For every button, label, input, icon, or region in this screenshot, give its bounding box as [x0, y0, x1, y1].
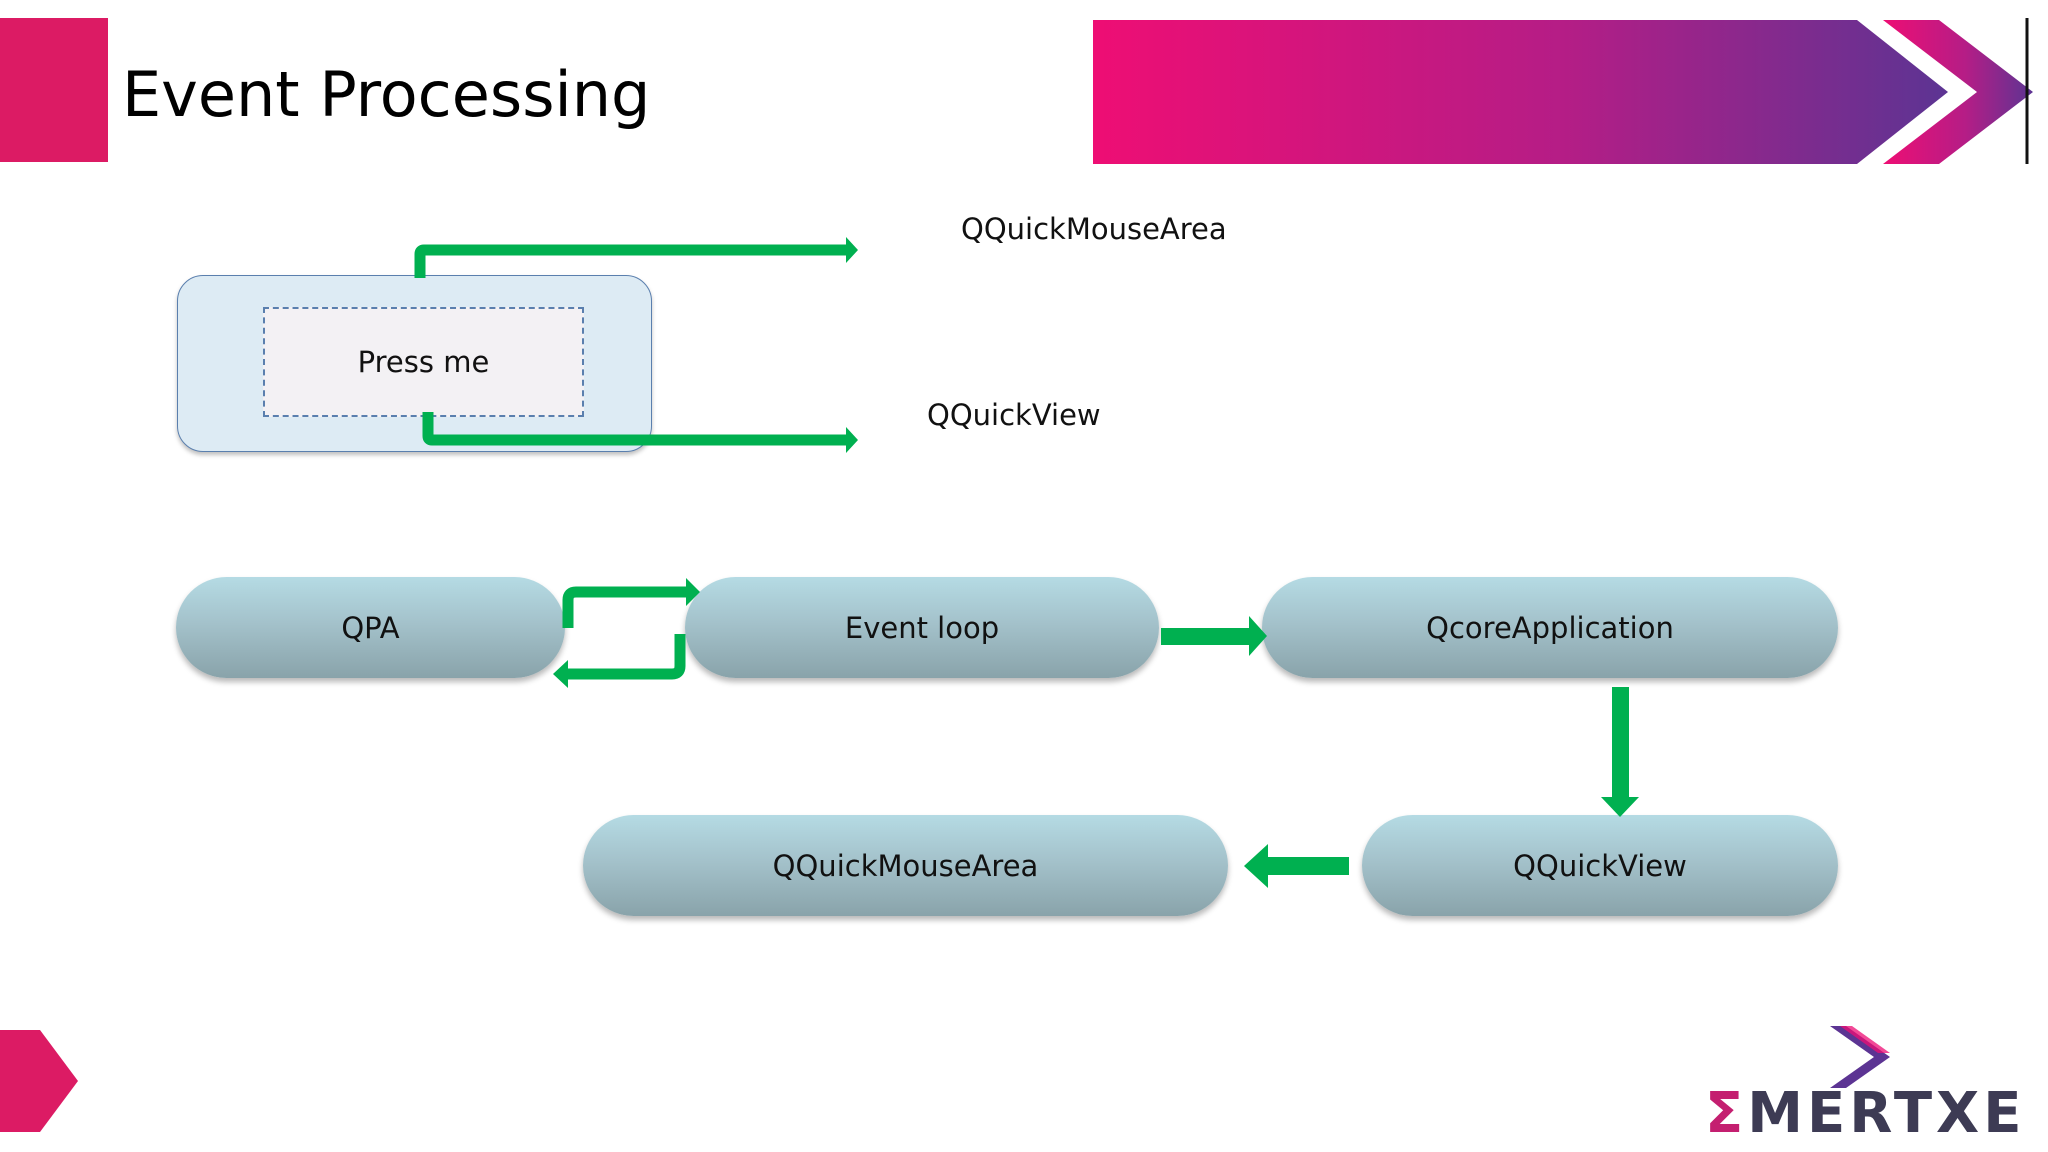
node-qquickmousearea: QQuickMouseArea — [583, 815, 1228, 916]
label-qquickmousearea: QQuickMouseArea — [961, 212, 1227, 246]
arrow-to-view-label — [422, 412, 848, 446]
arrowhead-quickview-to-mousearea — [1244, 844, 1268, 888]
node-qquickview: QQuickView — [1362, 815, 1838, 916]
press-me-button[interactable]: Press me — [263, 307, 584, 417]
arrowhead-mousearea-label — [846, 237, 858, 263]
arrow-coreapp-to-quickview — [1612, 687, 1629, 799]
arrow-quickview-to-mousearea — [1266, 857, 1349, 875]
title-accent-bar — [0, 18, 108, 162]
arrow-eventloop-to-qpa — [566, 634, 686, 680]
logo-word: MERTXE — [1747, 1081, 2026, 1146]
company-logo: ΣMERTXE — [1705, 1081, 2025, 1146]
arrowhead-qpa-to-eventloop — [686, 578, 700, 606]
arrowhead-eventloop-to-qpa — [553, 660, 568, 688]
arrow-eventloop-to-coreapp — [1161, 628, 1251, 645]
arrow-qpa-to-eventloop — [562, 586, 688, 628]
arrowhead-view-label — [846, 427, 858, 453]
arrowhead-coreapp-to-quickview — [1601, 797, 1639, 817]
node-qcoreapplication: QcoreApplication — [1262, 577, 1838, 678]
arrowhead-eventloop-to-coreapp — [1249, 616, 1267, 656]
slide-title: Event Processing — [122, 58, 651, 131]
label-qquickview: QQuickView — [927, 398, 1101, 432]
logo-sigma: Σ — [1705, 1081, 1748, 1146]
node-event-loop: Event loop — [685, 577, 1159, 678]
node-qpa: QPA — [176, 577, 565, 678]
logo-mark — [1830, 1026, 1890, 1088]
header-banner — [1093, 18, 2033, 164]
footer-accent-chevron — [0, 1030, 78, 1132]
arrow-to-mousearea-label — [414, 244, 848, 278]
